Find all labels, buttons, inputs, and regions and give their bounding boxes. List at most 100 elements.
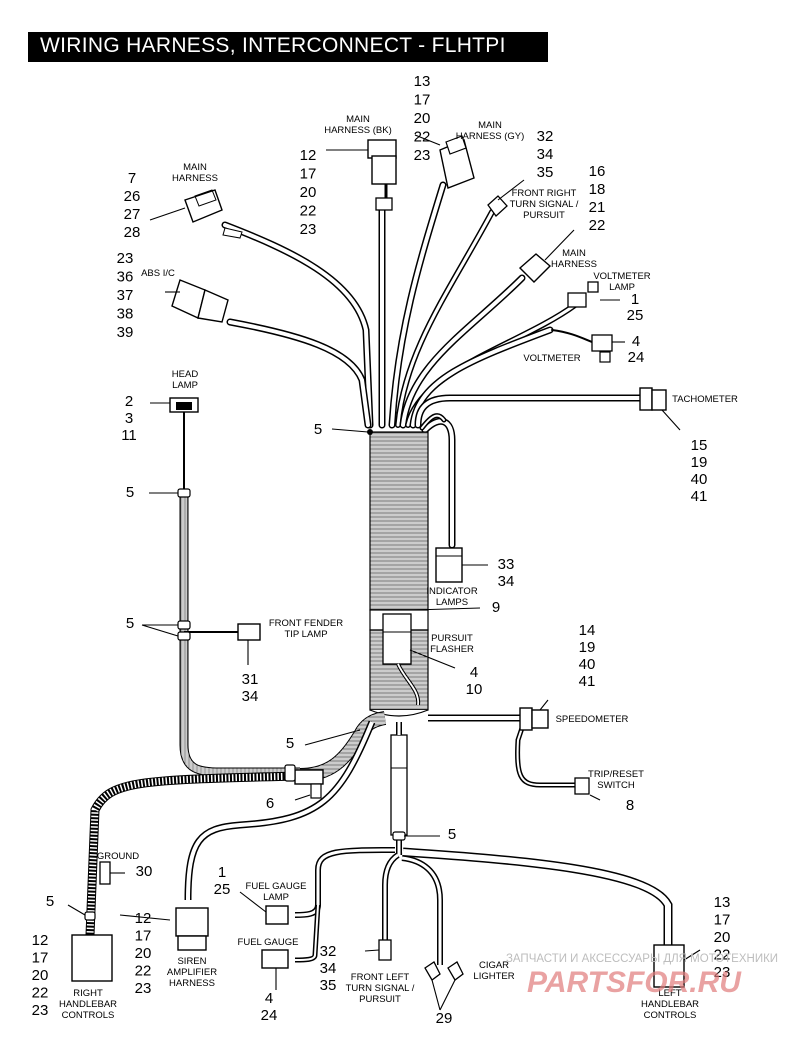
callout-number: 25	[627, 307, 644, 324]
callout-number: 4	[265, 990, 273, 1007]
connector-main-left	[184, 189, 243, 239]
label-fuel-gauge: FUEL GAUGE	[238, 937, 299, 948]
leader-lines	[67, 134, 701, 1011]
connector-main-gy	[439, 135, 475, 189]
callout-number: 28	[124, 224, 141, 241]
label-voltmeter: VOLTMETER	[523, 353, 580, 364]
callout-ground: 30	[136, 863, 153, 880]
callout-number: 13	[414, 73, 431, 90]
callout-number: 34	[242, 688, 259, 705]
callout-number: 20	[32, 967, 49, 984]
callout-right-clip: 5	[46, 893, 54, 910]
callout-sheath-top: 5	[314, 421, 322, 438]
callout-number: 39	[117, 324, 134, 341]
callout-number: 5	[46, 893, 54, 910]
callout-number: 23	[414, 147, 431, 164]
callout-number: 34	[320, 960, 337, 977]
watermark-logo: PARTSFOR.RU	[527, 966, 742, 999]
callout-clip-upper: 5	[126, 484, 134, 501]
callout-number: 17	[414, 92, 431, 109]
callout-number: 12	[32, 932, 49, 949]
connector-right-handlebar	[71, 934, 113, 982]
callout-number: 20	[300, 184, 317, 201]
watermark: ЗАПЧАСТИ И АКСЕССУАРЫ ДЛЯ МОТОТЕХНИКИ PA…	[506, 953, 778, 999]
label-abs-ic: ABS I/C	[141, 268, 175, 279]
callout-number: 4	[470, 664, 478, 681]
callout-lower-clip: 5	[448, 826, 456, 843]
connector-abs	[171, 279, 229, 323]
callout-number: 14	[579, 622, 596, 639]
callout-number: 25	[214, 881, 231, 898]
pursuit-flasher	[382, 613, 421, 706]
connector-left-handlebar	[653, 944, 685, 988]
callout-trip-reset: 8	[626, 797, 634, 814]
callout-number: 41	[579, 673, 596, 690]
callout-number: 34	[537, 146, 554, 163]
callout-number: 15	[691, 437, 708, 454]
callout-number: 24	[261, 1007, 278, 1024]
callout-number: 5	[286, 735, 294, 752]
label-tachometer: TACHOMETER	[672, 394, 738, 405]
watermark-top-text: ЗАПЧАСТИ И АКСЕССУАРЫ ДЛЯ МОТОТЕХНИКИ	[506, 953, 778, 965]
callout-number: 5	[448, 826, 456, 843]
connector-front-left-turn	[378, 939, 392, 961]
callout-number: 8	[626, 797, 634, 814]
upper-wire-branches	[183, 181, 644, 549]
connector-speedometer	[519, 707, 549, 731]
main-sheath	[367, 429, 429, 717]
connector-voltmeter-lamp	[567, 281, 599, 308]
callout-number: 17	[714, 912, 731, 929]
indicator-lamps-connector	[435, 547, 463, 583]
callout-number: 13	[714, 894, 731, 911]
callout-number: 5	[126, 615, 134, 632]
callout-number: 21	[589, 199, 606, 216]
connector-ground	[99, 861, 111, 885]
connector-tachometer	[639, 387, 667, 411]
callout-number: 22	[300, 203, 317, 220]
callout-number: 7	[128, 170, 136, 187]
callout-number: 23	[32, 1002, 49, 1019]
callout-number: 20	[135, 945, 152, 962]
callout-number: 9	[492, 599, 500, 616]
callout-number: 41	[691, 488, 708, 505]
callout-number: 40	[579, 656, 596, 673]
callout-flasher-bracket: 9	[492, 599, 500, 616]
callout-number: 22	[589, 217, 606, 234]
callout-number: 6	[266, 795, 274, 812]
callout-number: 27	[124, 206, 141, 223]
callout-number: 35	[320, 977, 337, 994]
callout-number: 11	[121, 427, 137, 444]
callout-number: 22	[135, 963, 152, 980]
callout-number: 26	[124, 188, 141, 205]
callout-number: 1	[218, 864, 226, 881]
callout-number: 5	[314, 421, 322, 438]
callout-number: 22	[714, 947, 731, 964]
label-speedometer: SPEEDOMETER	[556, 714, 629, 725]
label-ground: GROUND	[97, 851, 139, 862]
grommet	[294, 769, 324, 799]
lower-trunk	[184, 720, 673, 965]
callout-grommet: 6	[266, 795, 274, 812]
callout-number: 1	[631, 291, 639, 308]
